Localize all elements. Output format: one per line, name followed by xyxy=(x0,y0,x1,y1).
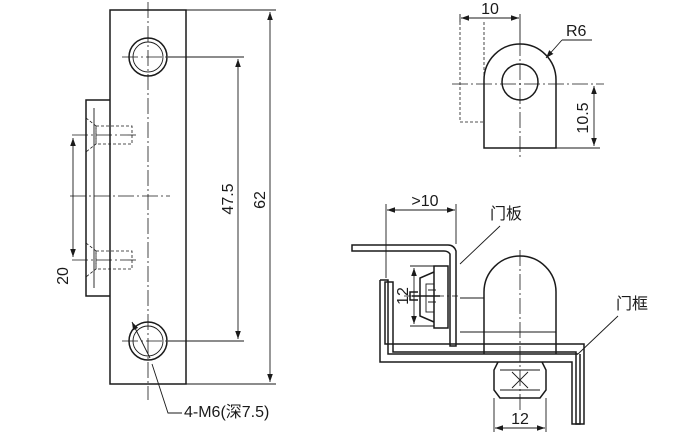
dim-height: 10.5 xyxy=(575,102,592,133)
mounting-hole-bottom xyxy=(122,321,174,361)
dim-panel-zone: 12 xyxy=(395,287,412,305)
screw-lower xyxy=(72,242,138,278)
dim-total-length: 62 xyxy=(252,191,269,209)
label-door-frame: 门框 xyxy=(616,295,648,313)
hinge-leaf xyxy=(433,265,449,329)
side-flange xyxy=(85,99,110,297)
mounting-hole-top xyxy=(122,37,174,77)
knuckle-profile xyxy=(483,43,557,149)
label-door-panel: 门板 xyxy=(490,205,522,223)
front-view: 20 47.5 62 4-M6(深7.5) xyxy=(55,2,276,421)
dim-base-width: 12 xyxy=(511,411,529,428)
dim-radius: R6 xyxy=(566,23,587,40)
thread-note: 4-M6(深7.5) xyxy=(184,403,269,421)
door-panel xyxy=(351,244,457,347)
screw-upper xyxy=(72,117,138,153)
dim-clearance: >10 xyxy=(411,193,438,210)
end-view: 10 R6 10.5 xyxy=(452,1,604,158)
dim-slot-spacing: 20 xyxy=(55,267,72,285)
install-view: >10 门板 门框 12 12 xyxy=(351,193,648,432)
dim-hole-spacing: 47.5 xyxy=(220,183,237,214)
dim-width: 10 xyxy=(481,1,499,18)
